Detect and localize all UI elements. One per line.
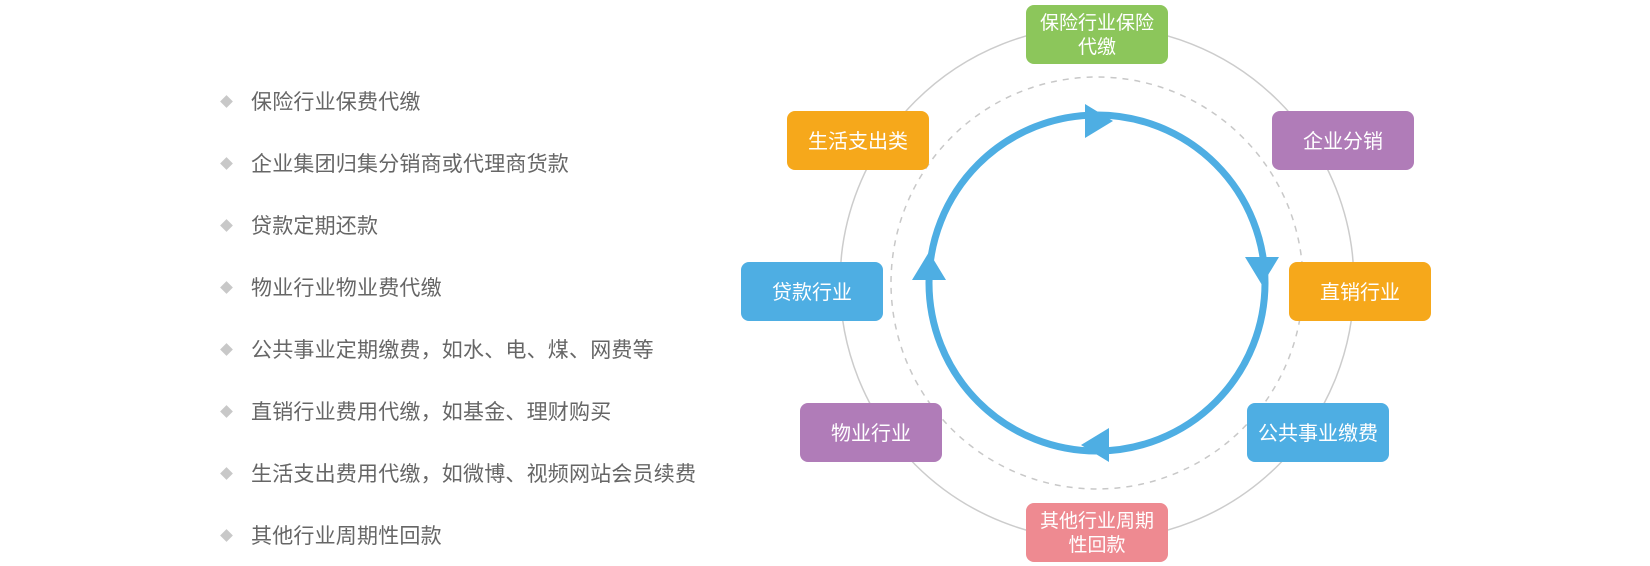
node-insurance: 保险行业保险代缴 (1026, 5, 1168, 64)
node-label: 公共事业缴费 (1258, 420, 1378, 445)
list-item-text: 保险行业保费代缴 (251, 90, 421, 114)
list-item: 其他行业周期性回款 (220, 504, 696, 566)
node-property: 物业行业 (800, 403, 942, 462)
cycle-arrow-icon (1245, 257, 1279, 285)
node-label: 企业分销 (1303, 128, 1383, 153)
list-item: 直销行业费用代缴，如基金、理财购买 (220, 380, 696, 442)
list-item: 贷款定期还款 (220, 194, 696, 256)
node-label: 贷款行业 (772, 279, 852, 304)
list-item: 保险行业保费代缴 (220, 70, 696, 132)
list-item-text: 公共事业定期缴费，如水、电、煤、网费等 (251, 338, 654, 362)
node-label: 生活支出类 (808, 128, 908, 153)
node-other-industry: 其他行业周期性回款 (1026, 503, 1168, 562)
list-item-text: 物业行业物业费代缴 (251, 276, 442, 300)
list-item-text: 企业集团归集分销商或代理商货款 (251, 152, 569, 176)
node-loan: 贷款行业 (741, 262, 883, 321)
node-public-utility: 公共事业缴费 (1247, 403, 1389, 462)
list-item-text: 生活支出费用代缴，如微博、视频网站会员续费 (251, 462, 697, 486)
list-item-text: 贷款定期还款 (251, 214, 379, 238)
list-item-text: 直销行业费用代缴，如基金、理财购买 (251, 400, 612, 424)
node-label: 物业行业 (831, 420, 911, 445)
node-label: 其他行业周期性回款 (1039, 509, 1154, 556)
dashed-ring (890, 76, 1304, 490)
node-living-expense: 生活支出类 (787, 111, 929, 170)
cycle-arrow-icon (1085, 104, 1113, 138)
node-label: 直销行业 (1320, 279, 1400, 304)
node-enterprise: 企业分销 (1272, 111, 1414, 170)
list-item: 公共事业定期缴费，如水、电、煤、网费等 (220, 318, 696, 380)
cycle-ring (925, 111, 1269, 455)
list-item: 物业行业物业费代缴 (220, 256, 696, 318)
outer-ring (839, 25, 1355, 541)
list-item: 生活支出费用代缴，如微博、视频网站会员续费 (220, 442, 697, 504)
node-label: 保险行业保险代缴 (1039, 11, 1154, 58)
list-item-text: 其他行业周期性回款 (251, 524, 442, 548)
cycle-arrow-icon (1081, 428, 1109, 462)
node-direct-sales: 直销行业 (1289, 262, 1431, 321)
service-list: 保险行业保费代缴 企业集团归集分销商或代理商货款 贷款定期还款 物业行业物业费代… (220, 70, 697, 566)
cycle-arrow-icon (912, 252, 946, 280)
list-item: 企业集团归集分销商或代理商货款 (220, 132, 696, 194)
